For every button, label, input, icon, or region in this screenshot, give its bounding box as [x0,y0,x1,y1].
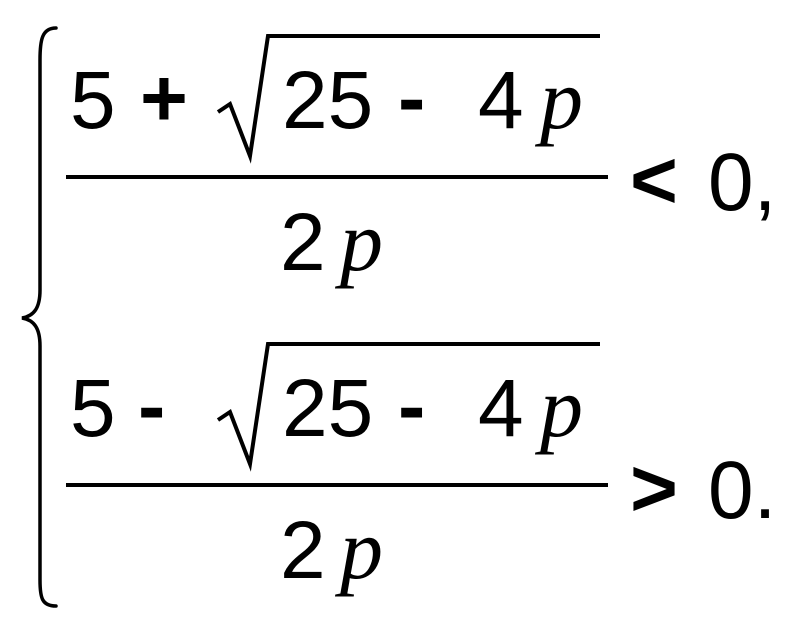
radicand-coefficient: 4 [478,363,524,454]
radicand-number: 25 [282,55,373,146]
denominator-variable: p [334,501,383,597]
square-root-sign [216,34,600,164]
radicand-variable: p [534,359,583,455]
square-root-sign [216,342,600,472]
denominator-coefficient: 2 [280,505,326,596]
denominator-variable: p [334,193,383,289]
radicand-operator: - [398,361,425,452]
left-curly-brace [21,26,58,608]
equation-1: 5 + 25 - 4 p 2 p < 0, [66,34,776,289]
equation-2: 5 - 25 - 4 p 2 p > 0. [66,342,776,597]
numerator-term: 5 [70,363,116,454]
radicand-variable: p [534,51,583,147]
numerator-operator: - [138,361,165,452]
relation-symbol: < [630,135,678,226]
relation-symbol: > [630,443,678,534]
radicand-operator: - [398,53,425,144]
radicand-coefficient: 4 [478,55,524,146]
radicand-number: 25 [282,363,373,454]
denominator-coefficient: 2 [280,197,326,288]
right-hand-side: 0, [708,137,776,228]
numerator-term: 5 [70,55,116,146]
numerator-operator: + [140,53,188,144]
right-hand-side: 0. [708,445,776,536]
